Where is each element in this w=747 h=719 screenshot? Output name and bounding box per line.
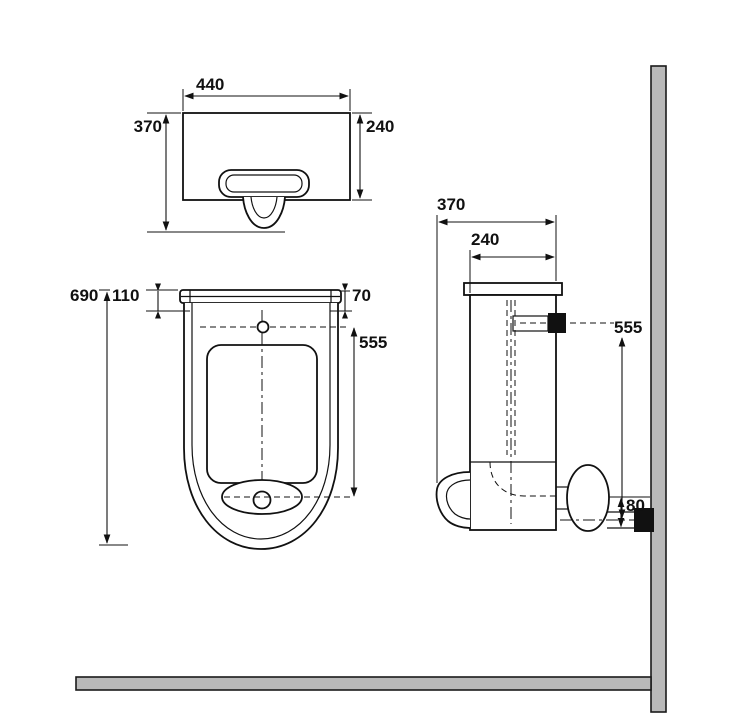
- dim-front-height: 690: [70, 286, 178, 546]
- dim-label-top-depth: 370: [134, 117, 162, 136]
- floor-section: [75, 676, 652, 691]
- front-outlet-hole: [252, 490, 272, 510]
- front-body-inner: [191, 303, 331, 540]
- front-inlet-hole: [256, 320, 270, 334]
- dim-label-side-total-depth: 370: [437, 195, 465, 214]
- dim-front-rim-offset: 110: [112, 283, 190, 319]
- dim-label-front-height: 690: [70, 286, 98, 305]
- dim-label-side-inlet-height: 555: [614, 318, 642, 337]
- floor-bar: [75, 676, 652, 691]
- dim-top-depth: 370: [134, 112, 285, 233]
- dim-label-front-top-offset: 70: [352, 286, 371, 305]
- side-spout-inner: [445, 479, 471, 520]
- side-outlet-trap: [566, 464, 610, 532]
- dim-front-top-offset: 70: [330, 283, 371, 319]
- plan-bowl-rim: [218, 169, 310, 198]
- side-spout-outline: [435, 471, 471, 529]
- wall-bar: [650, 65, 667, 713]
- dim-front-inlet-to-outlet: 555: [350, 327, 387, 497]
- side-view: 370 240 555 80: [435, 195, 654, 532]
- plan-bowl-rim-inner: [225, 174, 303, 193]
- arrowhead: [155, 283, 161, 291]
- arrowhead: [342, 311, 348, 319]
- dim-side-body-depth: 240: [469, 230, 555, 293]
- arrowhead: [342, 283, 348, 291]
- dim-side-inlet-height: 555: [614, 318, 642, 519]
- plan-bowl-spout: [242, 196, 286, 229]
- dim-top-width: 440: [182, 75, 351, 111]
- dim-label-top-width: 440: [196, 75, 224, 94]
- arrowhead: [155, 311, 161, 319]
- dim-label-side-outlet-offset: 80: [626, 496, 645, 515]
- side-top-cap: [463, 282, 563, 296]
- dim-label-front-inlet-to-outlet: 555: [359, 333, 387, 352]
- dim-side-outlet-offset: 80: [609, 496, 650, 528]
- side-body-outline: [469, 294, 557, 531]
- wall-section: [650, 65, 667, 713]
- dim-label-side-body-depth: 240: [471, 230, 499, 249]
- dim-label-front-rim-offset: 110: [112, 286, 139, 305]
- front-view: 690 110 70 555: [70, 283, 387, 550]
- side-trap-hidden-line: [489, 461, 556, 497]
- plan-bowl-spout-inner: [250, 196, 278, 219]
- dim-top-inner-depth: 240: [352, 112, 394, 201]
- top-view: 440 370 240: [134, 75, 394, 233]
- side-wall-fitting: [634, 508, 654, 532]
- dim-side-total-depth: 370: [436, 195, 557, 483]
- dim-label-top-inner-depth: 240: [366, 117, 394, 136]
- side-inlet-fitting: [548, 313, 566, 333]
